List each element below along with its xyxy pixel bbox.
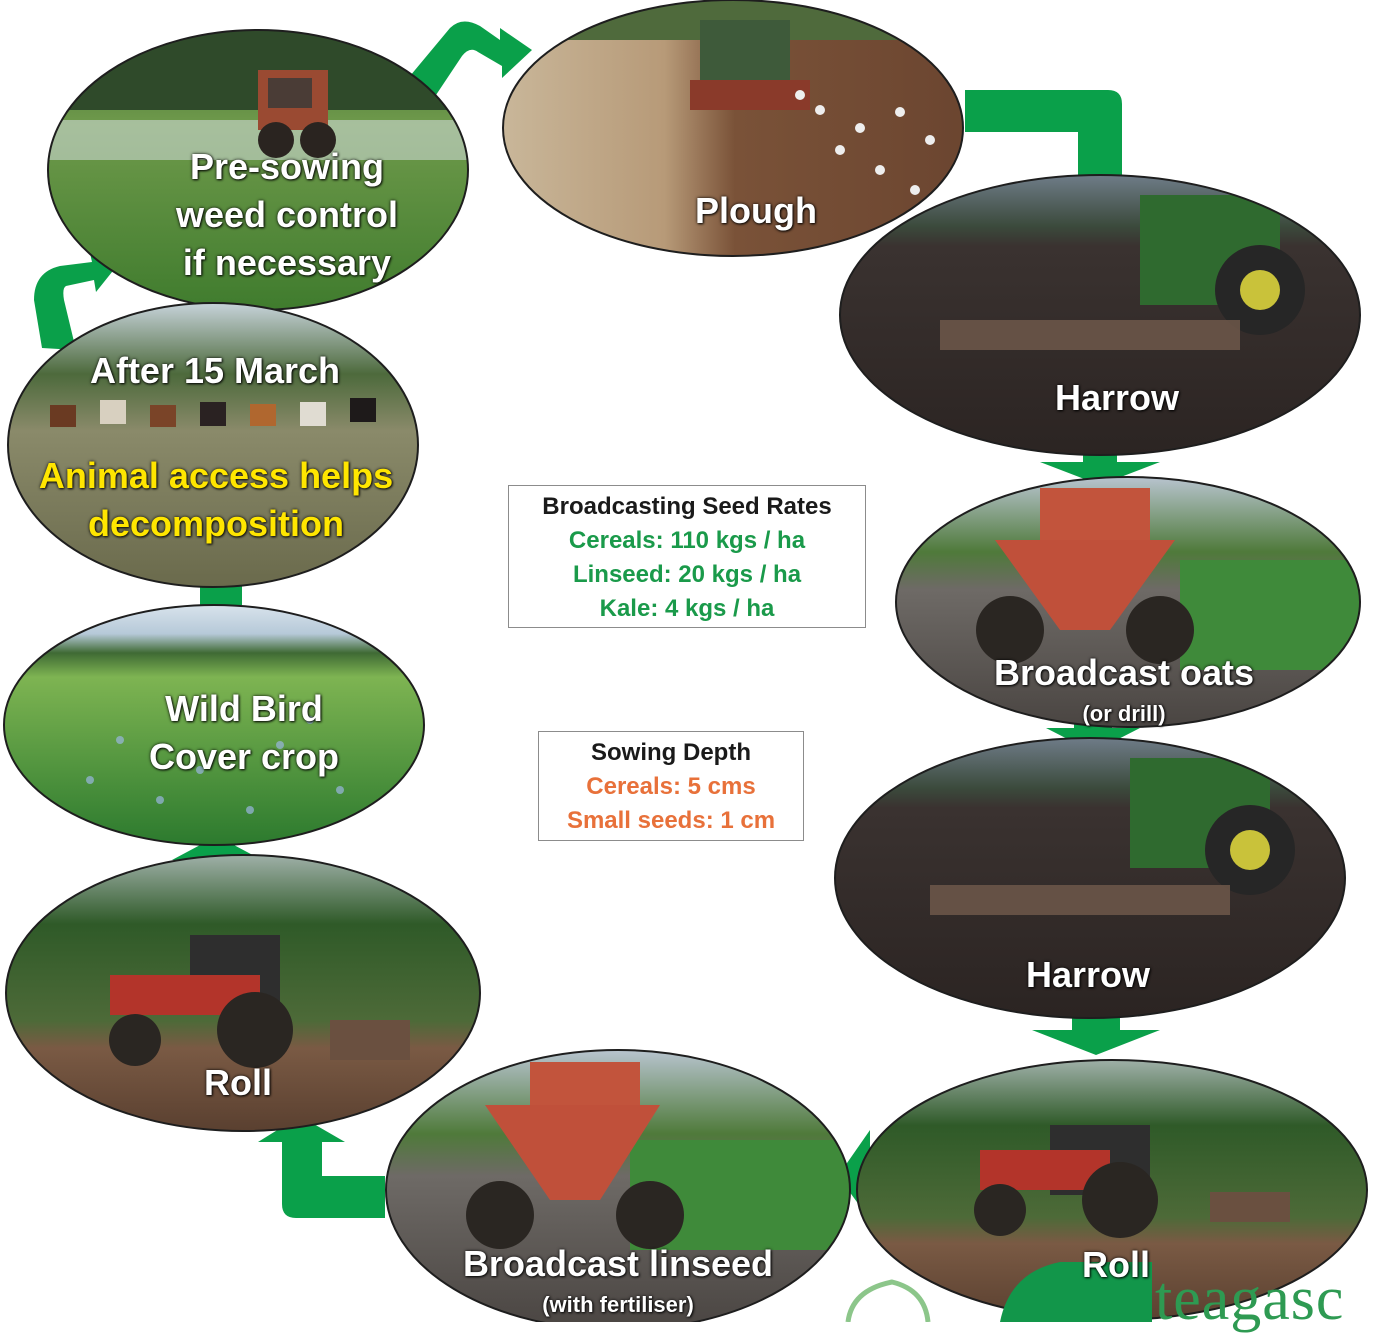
step-cover-crop-photo	[3, 604, 425, 846]
harrow-1-label: Harrow	[1054, 377, 1180, 418]
broadcast-linseed-label: Broadcast linseed	[462, 1243, 774, 1284]
plough-label: Plough	[695, 190, 817, 231]
step-harrow-1-photo	[839, 174, 1361, 456]
logo-circle-arc	[845, 1279, 931, 1322]
broadcast-oats-sublabel: (or drill)	[1082, 701, 1166, 726]
teagasc-logo	[845, 1262, 1152, 1322]
sowing-depth-small-seeds: Small seeds: 1 cm	[566, 807, 776, 834]
seed-rates-box: Broadcasting Seed Rates Cereals: 110 kgs…	[508, 485, 866, 628]
sowing-depth-title: Sowing Depth	[591, 739, 751, 766]
broadcast-oats-label: Broadcast oats	[993, 652, 1255, 693]
step-after-march-photo	[7, 302, 419, 588]
roll-left-label: Roll	[204, 1062, 272, 1103]
after-march-label: After 15 March	[89, 350, 341, 391]
step-harrow-2-photo	[834, 737, 1346, 1019]
seed-rate-cereals: Cereals: 110 kgs / ha	[568, 527, 806, 554]
teagasc-logo-text: teagasc	[1155, 1265, 1345, 1333]
arrow-harrow-to-oats	[1040, 440, 1160, 485]
seed-rates-title: Broadcasting Seed Rates	[542, 493, 832, 520]
step-plough-photo	[502, 0, 964, 257]
sowing-depth-box: Sowing Depth Cereals: 5 cms Small seeds:…	[538, 731, 804, 841]
arrow-oats-to-harrow2	[1046, 722, 1140, 752]
step-broadcast-linseed-photo	[385, 1049, 851, 1322]
seed-rate-linseed: Linseed: 20 kgs / ha	[572, 561, 802, 588]
arrow-harrow2-to-roll	[1032, 1005, 1160, 1055]
broadcast-linseed-sublabel: (with fertiliser)	[542, 1292, 694, 1317]
arrow-linseed-to-roll	[258, 1116, 385, 1218]
harrow-2-label: Harrow	[1025, 954, 1151, 995]
arrow-march-to-weed	[34, 244, 120, 350]
logo-leaf-shape	[1000, 1262, 1152, 1322]
arrow-weed-to-plough	[405, 21, 532, 104]
step-broadcast-oats-photo	[895, 476, 1361, 728]
sowing-depth-cereals: Cereals: 5 cms	[586, 773, 756, 800]
roll-right-label: Roll	[1082, 1244, 1150, 1285]
step-roll-left-photo	[5, 854, 481, 1132]
seed-rate-kale: Kale: 4 kgs / ha	[599, 595, 775, 622]
